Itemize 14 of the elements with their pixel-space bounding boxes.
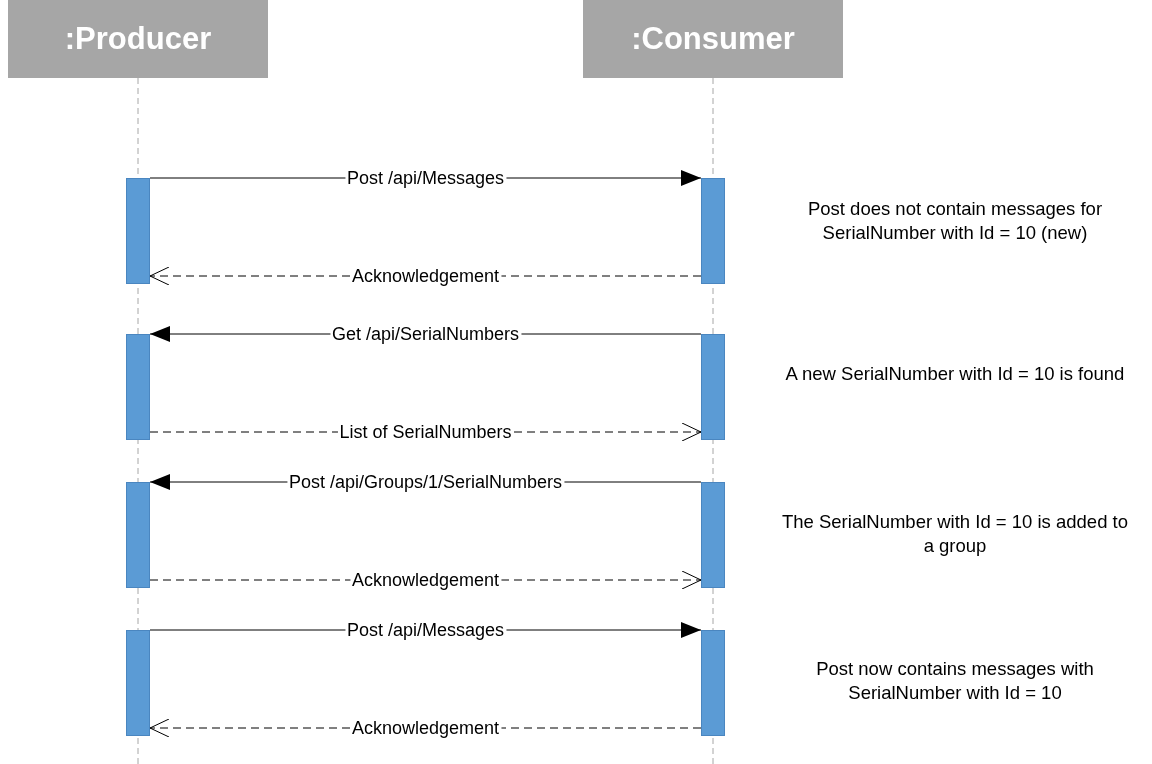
activation-bar [126,482,150,588]
note-text: Post does not contain messages for SerialNumber with Id = 10 (new) [806,197,1104,246]
activation-bar [701,630,725,736]
activation-bar [701,482,725,588]
activation-bar [126,334,150,440]
lifeline-header: :Producer [8,0,268,78]
activation-bar [126,630,150,736]
note-text: The SerialNumber with Id = 10 is added to a group [780,510,1129,559]
activation-bar [701,178,725,284]
note-text: Post now contains messages with SerialNumber with Id = 10 [815,657,1095,706]
activation-bar [701,334,725,440]
activation-bar [126,178,150,284]
lifeline-header: :Consumer [583,0,843,78]
note-text: A new SerialNumber with Id = 10 is found [784,362,1126,386]
